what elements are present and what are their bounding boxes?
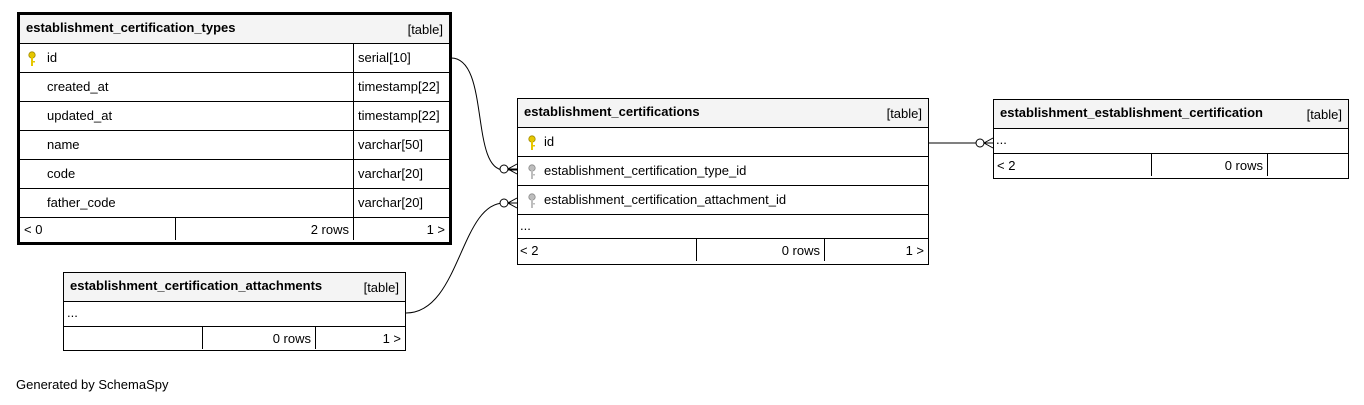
column-name: id [47, 50, 58, 65]
ellipsis: ... [996, 132, 1007, 147]
column-name: establishment_certification_attachment_i… [544, 192, 787, 207]
table-establishment-certifications[interactable]: establishment_certifications [table] id … [517, 98, 929, 265]
optional-many-marker [499, 198, 509, 208]
column-type: timestamp[22] [358, 108, 440, 123]
optional-many-marker [975, 138, 985, 148]
foreign-key-icon [528, 193, 536, 208]
table-kind: [table] [886, 106, 922, 121]
ellipsis: ... [67, 305, 78, 320]
primary-key-icon [28, 51, 36, 66]
more-columns-row[interactable]: ... [994, 129, 1348, 154]
table-name: establishment_certifications [524, 104, 700, 119]
table-footer: 0 rows 1 > [64, 327, 405, 349]
column-row[interactable]: establishment_certification_type_id [518, 157, 928, 186]
ellipsis: ... [520, 218, 531, 233]
children-count[interactable]: 1 > [905, 243, 924, 258]
crowfoot-icon [507, 197, 518, 209]
relationship-attachment-link [405, 202, 517, 314]
row-count: 0 rows [1224, 158, 1263, 173]
column-row[interactable]: name varchar[50] [20, 131, 449, 160]
column-row[interactable]: establishment_certification_attachment_i… [518, 186, 928, 215]
more-columns-row[interactable]: ... [64, 302, 405, 327]
column-type: timestamp[22] [358, 79, 440, 94]
parents-count[interactable]: < 2 [997, 158, 1016, 173]
optional-many-marker [499, 164, 509, 174]
table-name: establishment_certification_attachments [70, 278, 323, 293]
children-count[interactable]: 1 > [382, 331, 401, 346]
table-header: establishment_certifications [table] [518, 99, 928, 128]
crowfoot-icon [507, 163, 518, 175]
row-count: 0 rows [781, 243, 820, 258]
table-name: establishment_establishment_certificatio… [1000, 105, 1263, 120]
table-header: establishment_establishment_certificatio… [994, 100, 1348, 129]
column-type: varchar[20] [358, 166, 424, 181]
foreign-key-icon [528, 164, 536, 179]
row-count: 0 rows [272, 331, 311, 346]
row-count: 2 rows [310, 222, 349, 237]
column-name: code [47, 166, 76, 181]
column-name: updated_at [47, 108, 113, 123]
table-header: establishment_certification_types [table… [20, 15, 449, 44]
primary-key-icon [528, 135, 536, 150]
column-type: varchar[50] [358, 137, 424, 152]
column-row[interactable]: id serial[10] [20, 44, 449, 73]
table-footer: < 0 2 rows 1 > [20, 218, 449, 240]
column-name: establishment_certification_type_id [544, 163, 747, 178]
table-establishment-certification-attachments[interactable]: establishment_certification_attachments … [63, 272, 406, 351]
column-row[interactable]: father_code varchar[20] [20, 189, 449, 218]
more-columns-row[interactable]: ... [518, 215, 928, 239]
table-kind: [table] [363, 280, 399, 295]
relationship-type-link [450, 57, 517, 171]
column-name: father_code [47, 195, 116, 210]
table-name: establishment_certification_types [26, 20, 236, 35]
table-kind: [table] [1306, 107, 1342, 122]
column-name: id [544, 134, 555, 149]
table-kind: [table] [407, 22, 443, 37]
column-row[interactable]: created_at timestamp[22] [20, 73, 449, 102]
column-type: serial[10] [358, 50, 411, 65]
column-row[interactable]: id [518, 128, 928, 157]
table-header: establishment_certification_attachments … [64, 273, 405, 302]
children-count[interactable]: 1 > [426, 222, 445, 237]
column-name: created_at [47, 79, 109, 94]
table-establishment-establishment-certification[interactable]: establishment_establishment_certificatio… [993, 99, 1349, 179]
table-footer: < 2 0 rows 1 > [518, 239, 928, 261]
parents-count[interactable]: < 2 [520, 243, 539, 258]
parents-count[interactable]: < 0 [24, 222, 43, 237]
table-footer: < 2 0 rows [994, 154, 1348, 176]
column-type: varchar[20] [358, 195, 424, 210]
table-establishment-certification-types[interactable]: establishment_certification_types [table… [17, 12, 452, 245]
crowfoot-icon [983, 137, 994, 149]
generated-by-credit: Generated by SchemaSpy [16, 377, 169, 392]
column-row[interactable]: updated_at timestamp[22] [20, 102, 449, 131]
column-row[interactable]: code varchar[20] [20, 160, 449, 189]
column-name: name [47, 137, 80, 152]
